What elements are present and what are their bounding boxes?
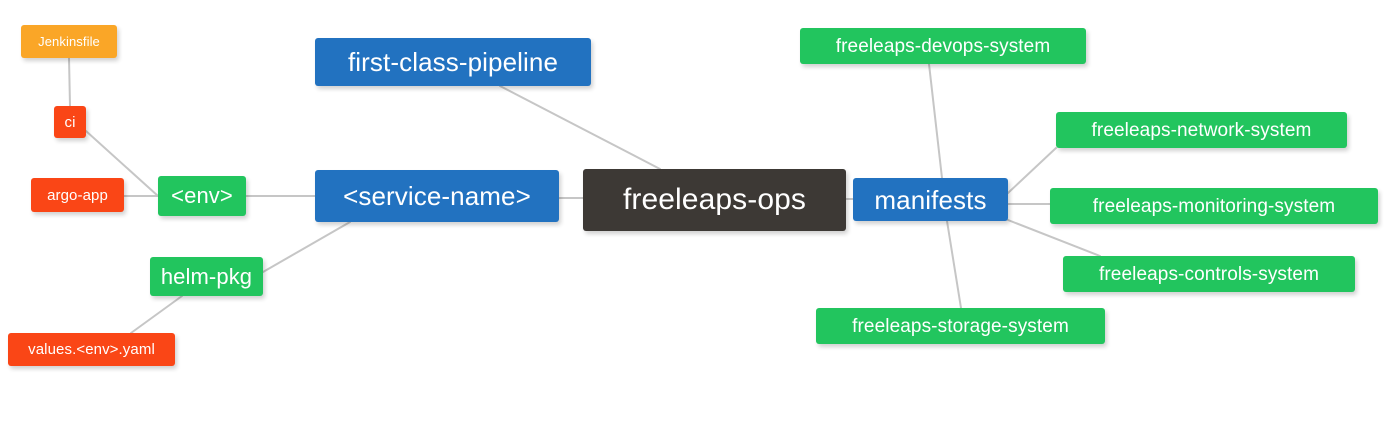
node-label: first-class-pipeline (347, 47, 559, 77)
node-argo-app[interactable]: argo-app (31, 178, 124, 212)
edge-service-name-to-helm-pkg (262, 221, 351, 273)
node-freeleaps-devops-system[interactable]: freeleaps-devops-system (800, 28, 1086, 64)
node-label: freeleaps-controls-system (1098, 263, 1320, 285)
node-manifests[interactable]: manifests (853, 178, 1008, 221)
node-label: <env> (171, 183, 233, 208)
edge-helm-pkg-to-values-yaml (130, 295, 183, 334)
edge-manifests-to-freeleaps-storage-system (946, 220, 962, 309)
edge-first-class-pipeline-to-freeleaps-ops (499, 85, 661, 170)
node-service-name[interactable]: <service-name> (315, 170, 559, 222)
edge-manifests-to-freeleaps-network-system (1007, 147, 1057, 194)
node-label: freeleaps-storage-system (852, 315, 1069, 337)
node-freeleaps-ops[interactable]: freeleaps-ops (583, 169, 846, 231)
edge-jenkinsfile-to-ci (68, 57, 71, 107)
node-freeleaps-controls-system[interactable]: freeleaps-controls-system (1063, 256, 1355, 292)
node-label: values.<env>.yaml (28, 341, 155, 358)
node-label: freeleaps-ops (622, 183, 807, 216)
node-label: freeleaps-network-system (1091, 119, 1312, 141)
node-freeleaps-storage-system[interactable]: freeleaps-storage-system (816, 308, 1105, 344)
node-label: manifests (874, 184, 987, 215)
node-values-yaml[interactable]: values.<env>.yaml (8, 333, 175, 366)
node-label: Jenkinsfile (38, 34, 100, 49)
node-env[interactable]: <env> (158, 176, 246, 216)
node-freeleaps-monitoring-system[interactable]: freeleaps-monitoring-system (1050, 188, 1378, 224)
node-first-class-pipeline[interactable]: first-class-pipeline (315, 38, 591, 86)
node-helm-pkg[interactable]: helm-pkg (150, 257, 263, 296)
node-label: ci (64, 113, 76, 131)
node-label: freeleaps-monitoring-system (1092, 195, 1336, 217)
edge-manifests-to-freeleaps-devops-system (928, 63, 943, 179)
node-jenkinsfile[interactable]: Jenkinsfile (21, 25, 117, 58)
node-label: helm-pkg (160, 263, 253, 289)
node-freeleaps-network-system[interactable]: freeleaps-network-system (1056, 112, 1347, 148)
node-label: freeleaps-devops-system (835, 35, 1051, 57)
node-ci[interactable]: ci (54, 106, 86, 138)
node-label: <service-name> (343, 181, 531, 211)
node-label: argo-app (47, 186, 108, 204)
edge-manifests-to-freeleaps-controls-system (1007, 219, 1101, 257)
